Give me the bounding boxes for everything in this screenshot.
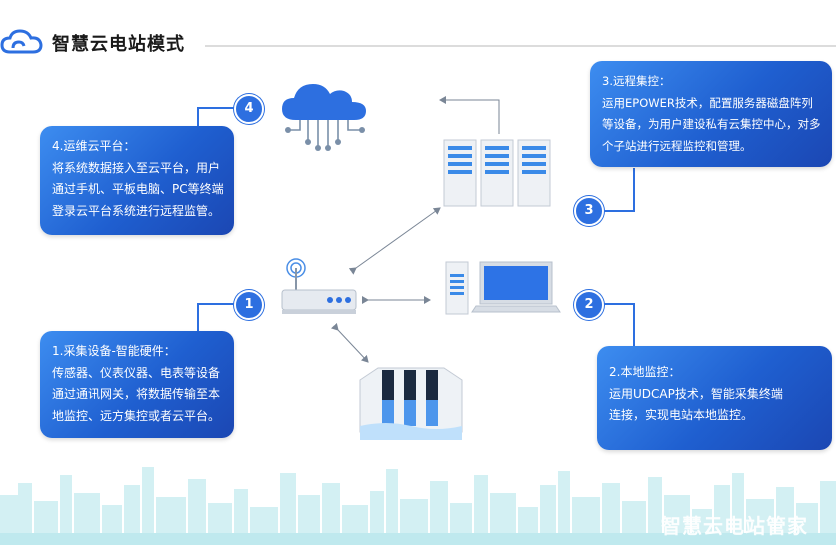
step-4-badge: 4 bbox=[234, 94, 264, 124]
step-2-line: 连接，实现电站本地监控。 bbox=[609, 408, 754, 422]
step-1-badge: 1 bbox=[234, 290, 264, 320]
step-1-box: 1.采集设备-智能硬件： 传感器、仪表仪器、电表等设备 通过通讯网关，将数据传输… bbox=[40, 331, 234, 438]
router-icon bbox=[281, 258, 357, 314]
title-divider bbox=[205, 45, 836, 47]
arrow-server-cloud bbox=[439, 96, 500, 134]
step-1-title: 1.采集设备-智能硬件： bbox=[52, 344, 176, 358]
connector-1 bbox=[197, 303, 239, 335]
arrow-router-server bbox=[348, 207, 441, 275]
step-4-line: 通过手机、平板电脑、PC等终端 bbox=[52, 182, 224, 196]
connector-2 bbox=[600, 303, 635, 350]
step-3-box: 3.远程集控： 运用EPOWER技术，配置服务器磁盘阵列 等设备，为用户建设私有… bbox=[590, 61, 832, 167]
cloud-logo-icon bbox=[0, 29, 43, 54]
connector-3 bbox=[600, 168, 635, 212]
step-3-title: 3.远程集控： bbox=[602, 74, 671, 88]
step-3-badge: 3 bbox=[574, 196, 604, 226]
step-1-line: 地监控、远方集控或者云平台。 bbox=[52, 408, 221, 423]
arrow-router-dam bbox=[330, 322, 369, 363]
step-4-line: 将系统数据接入至云平台，用户 bbox=[52, 160, 221, 175]
brand-watermark: 智慧云电站管家 bbox=[661, 514, 808, 538]
step-3-line: 运用EPOWER技术，配置服务器磁盘阵列 bbox=[602, 95, 813, 110]
computer-icon bbox=[445, 261, 561, 315]
step-2-badge: 2 bbox=[574, 290, 604, 320]
step-2-line: 运用UDCAP技术，智能采集终端 bbox=[609, 386, 783, 401]
step-1-line: 传感器、仪表仪器、电表等设备 bbox=[52, 365, 221, 380]
hydro-dam-icon bbox=[359, 367, 463, 440]
page-title: 智慧云电站模式 bbox=[52, 34, 185, 55]
cloud-network-icon bbox=[282, 84, 366, 151]
step-4-title: 4.运维云平台： bbox=[52, 139, 136, 153]
step-4-box: 4.运维云平台： 将系统数据接入至云平台，用户 通过手机、平板电脑、PC等终端 … bbox=[40, 126, 234, 235]
step-1-line: 通过通讯网关，将数据传输至本 bbox=[52, 387, 221, 401]
city-skyline-background bbox=[0, 467, 836, 545]
step-3-line: 等设备，为用户建设私有云集控中心，对多 bbox=[602, 117, 821, 131]
step-4-line: 登录云平台系统进行远程监管。 bbox=[52, 203, 221, 218]
step-2-box: 2.本地监控： 运用UDCAP技术，智能采集终端 连接，实现电站本地监控。 bbox=[597, 346, 832, 450]
connector-4 bbox=[197, 107, 239, 132]
step-2-title: 2.本地监控： bbox=[609, 365, 681, 379]
server-rack-icon bbox=[443, 139, 551, 207]
step-3-line: 个子站进行远程监控和管理。 bbox=[602, 138, 752, 153]
